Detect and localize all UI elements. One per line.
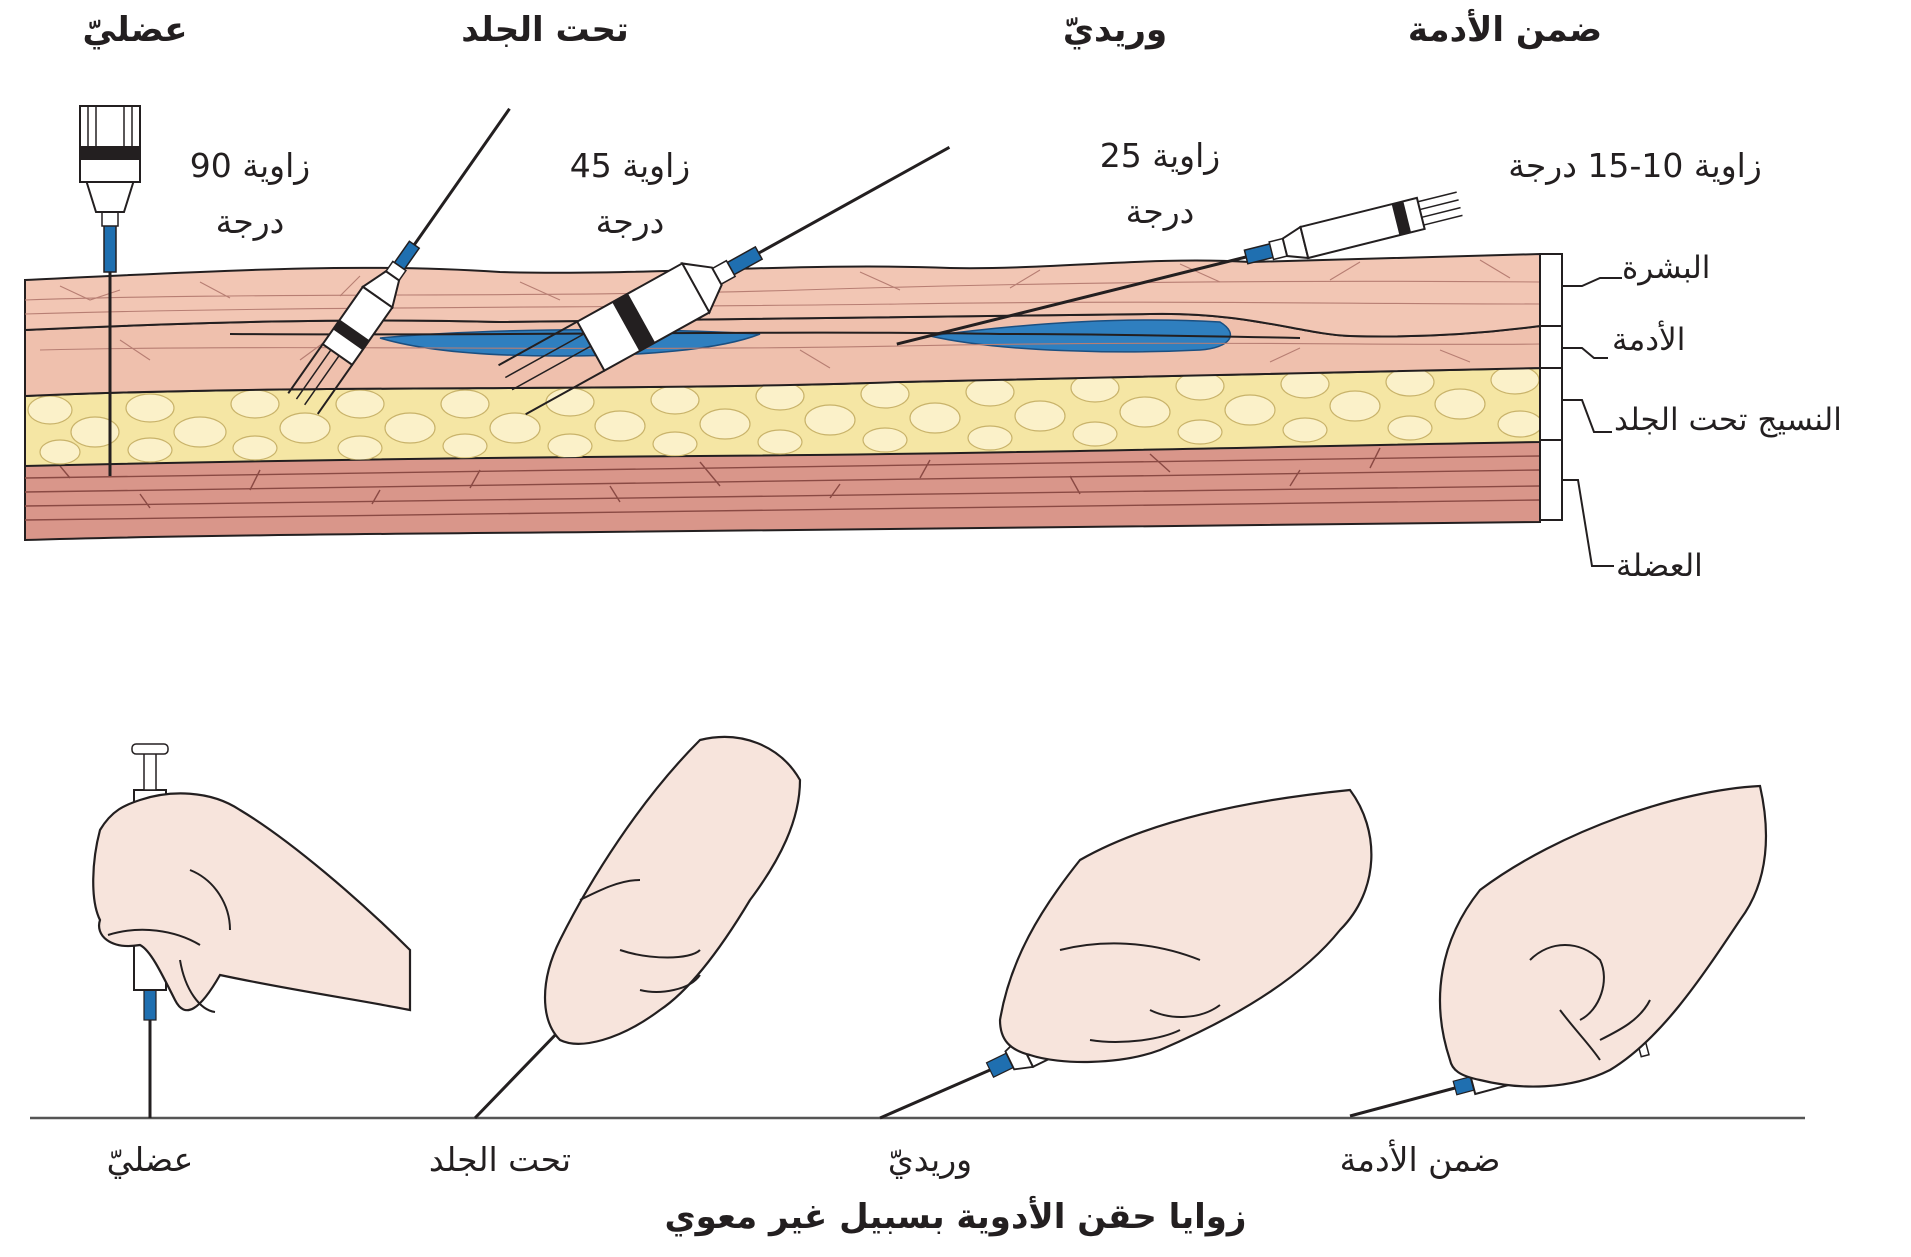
angle-intramuscular-line2: درجة <box>170 194 330 250</box>
hand-intravenous <box>880 790 1371 1118</box>
layer-label-subcutaneous-tissue: النسيج تحت الجلد <box>1614 402 1842 438</box>
layer-label-muscle: العضلة <box>1616 548 1703 584</box>
layer-label-epidermis: البشرة <box>1622 250 1710 286</box>
angle-label-subcutaneous: زاوية 45 درجة <box>550 138 710 250</box>
figure-caption: زوايا حقن الأدوية بسبيل غير معوي <box>0 1197 1911 1237</box>
bottom-label-intravenous: وريديّ <box>850 1140 1010 1179</box>
title-intravenous: وريديّ <box>1040 10 1190 50</box>
hand-intramuscular <box>93 744 410 1118</box>
angle-intravenous-line2: درجة <box>1080 184 1240 240</box>
title-subcutaneous: تحت الجلد <box>445 10 645 50</box>
angle-label-intradermal: زاوية 10-15 درجة <box>1480 138 1790 194</box>
angle-subcutaneous-line2: درجة <box>550 194 710 250</box>
title-intradermal: ضمن الأدمة <box>1390 10 1620 50</box>
angle-intravenous-line1: زاوية 25 <box>1080 128 1240 184</box>
angle-intradermal-line1: زاوية 10-15 درجة <box>1480 138 1790 194</box>
layer-bracket <box>1540 254 1562 520</box>
angle-subcutaneous-line1: زاوية 45 <box>550 138 710 194</box>
bottom-label-intradermal: ضمن الأدمة <box>1310 1140 1530 1179</box>
bottom-label-subcutaneous: تحت الجلد <box>400 1140 600 1179</box>
angle-intramuscular-line1: زاوية 90 <box>170 138 330 194</box>
hand-subcutaneous <box>475 737 800 1118</box>
hand-intradermal <box>1350 786 1766 1116</box>
angle-label-intramuscular: زاوية 90 درجة <box>170 138 330 250</box>
skin-cross-section <box>25 254 1622 566</box>
angle-label-intravenous: زاوية 25 درجة <box>1080 128 1240 240</box>
title-intramuscular: عضليّ <box>60 10 210 50</box>
bottom-label-intramuscular: عضليّ <box>70 1140 230 1179</box>
layer-label-dermis: الأدمة <box>1612 322 1685 358</box>
